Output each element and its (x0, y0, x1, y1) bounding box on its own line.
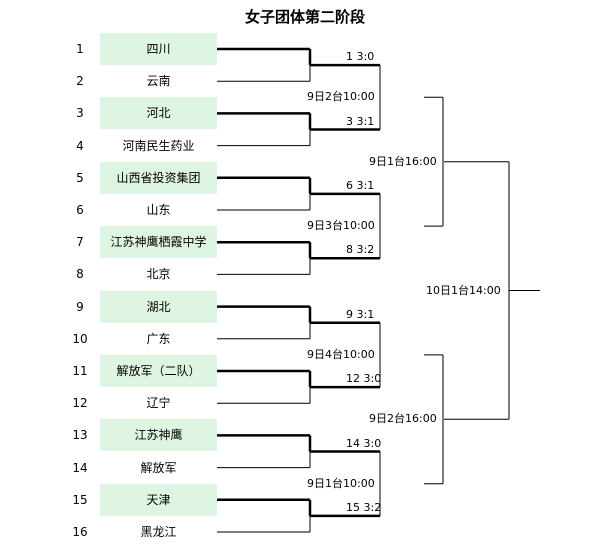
match-schedule: 9日1台10:00 (307, 476, 375, 490)
seed-number: 16 (72, 525, 88, 539)
team-name: 河北 (100, 97, 217, 130)
team-name: 河南民生药业 (122, 138, 195, 153)
team-name: 天津 (100, 483, 217, 516)
seed-number: 11 (72, 364, 88, 378)
match-result: 12 3:0 (346, 372, 382, 386)
team-name: 解放军 (140, 460, 177, 475)
seed-number: 5 (76, 170, 84, 185)
match-schedule: 9日3台10:00 (307, 219, 375, 233)
match-schedule: 9日2台16:00 (369, 412, 437, 426)
team-name: 云南 (146, 74, 171, 89)
team-name: 广东 (146, 331, 171, 346)
team-name: 山西省投资集团 (100, 161, 217, 194)
team-name: 湖北 (100, 290, 217, 323)
seed-number: 3 (76, 106, 84, 121)
seed-number: 10 (72, 331, 88, 346)
seed-number: 13 (72, 428, 88, 443)
match-result: 15 3:2 (346, 500, 382, 514)
match-result: 3 3:1 (346, 114, 375, 128)
final-schedule: 10日1台14:00 (426, 283, 501, 297)
seed-number: 6 (76, 203, 84, 217)
match-schedule: 9日4台10:00 (307, 347, 375, 361)
team-name: 江苏神鹰 (100, 419, 217, 452)
match-schedule: 9日1台16:00 (369, 154, 437, 168)
seed-number: 4 (76, 138, 84, 153)
team-name: 北京 (146, 267, 171, 282)
seed-number: 1 (76, 42, 84, 56)
seed-number: 2 (76, 74, 84, 89)
team-name: 解放军（二队） (100, 355, 217, 387)
team-name: 山东 (146, 203, 171, 217)
seed-number: 8 (76, 267, 84, 282)
bracket-title: 女子团体第二阶段 (244, 8, 365, 26)
team-name: 四川 (100, 33, 217, 65)
match-result: 8 3:2 (346, 243, 375, 257)
team-name: 黑龙江 (140, 525, 177, 539)
seed-number: 14 (72, 460, 88, 475)
seed-number: 7 (76, 235, 84, 250)
match-schedule: 9日2台10:00 (307, 90, 375, 104)
seed-number: 12 (72, 396, 88, 411)
match-result: 14 3:0 (346, 436, 382, 450)
match-result: 6 3:1 (346, 178, 375, 192)
team-name: 辽宁 (146, 396, 171, 411)
match-result: 1 3:0 (346, 50, 375, 64)
match-result: 9 3:1 (346, 307, 375, 321)
seed-number: 15 (72, 492, 88, 507)
team-name: 江苏神鹰栖霞中学 (100, 226, 217, 259)
seed-number: 9 (76, 299, 84, 314)
